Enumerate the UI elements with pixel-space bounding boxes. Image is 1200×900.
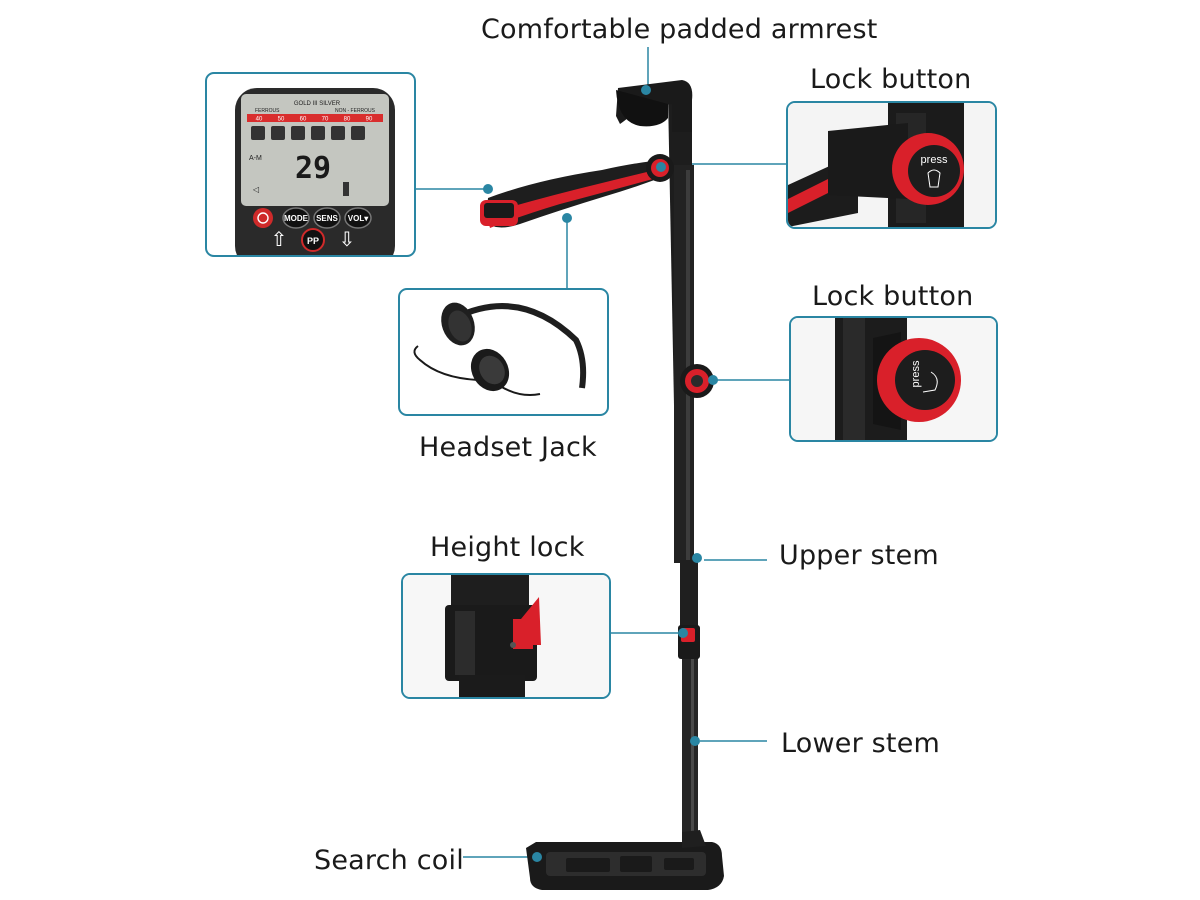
stem — [668, 96, 698, 845]
lock-button-2 — [680, 364, 714, 398]
down-arrow-icon: ⇩ — [339, 227, 356, 251]
dot-search-coil — [532, 852, 542, 862]
dot-height-lock — [678, 628, 688, 638]
inset-height-lock — [401, 573, 611, 699]
search-coil — [526, 830, 724, 890]
sens-button: SENS — [316, 214, 338, 223]
display-value: 29 — [295, 151, 331, 186]
mode-indicator: A-M — [249, 155, 262, 162]
scale-value: 40 — [256, 117, 263, 123]
label-armrest: Comfortable padded armrest — [481, 14, 878, 45]
power-button — [253, 208, 273, 228]
label-height-lock: Height lock — [430, 532, 585, 563]
label-lower-stem: Lower stem — [781, 728, 941, 759]
inset-lock-button-2: press — [789, 316, 998, 442]
non-ferrous-label: NON - FERROUS — [335, 108, 376, 114]
scale-value: 90 — [366, 117, 373, 123]
inset-lock-button-1: press — [786, 101, 997, 229]
label-lock-button-1: Lock button — [810, 64, 972, 95]
discrimination-scale: 40 50 60 70 80 90 — [256, 117, 373, 123]
dot-upper-stem — [692, 553, 702, 563]
headset-icon — [413, 302, 587, 396]
press-text: press — [921, 154, 948, 166]
dot-headset-jack — [562, 213, 572, 223]
scale-value: 50 — [278, 117, 285, 123]
handle — [480, 160, 670, 228]
scale-value: 70 — [322, 117, 329, 123]
up-arrow-icon: ⇧ — [271, 227, 288, 251]
inset-headset — [398, 288, 609, 416]
label-search-coil: Search coil — [314, 845, 464, 876]
label-lock-button-2: Lock button — [812, 281, 974, 312]
vol-button: VOL▾ — [348, 214, 369, 223]
label-upper-stem: Upper stem — [779, 540, 939, 571]
inset-control-box: GOLD III SILVER FERROUS NON - FERROUS 40… — [205, 72, 416, 257]
dot-lock-button-1 — [656, 162, 666, 172]
speaker-icon: ◁ — [252, 185, 259, 194]
dot-lower-stem — [690, 736, 700, 746]
scale-value: 60 — [300, 117, 307, 123]
scale-value: 80 — [344, 117, 351, 123]
pinpoint-button: PP — [307, 236, 319, 246]
ferrous-label: FERROUS — [255, 108, 280, 114]
armrest — [616, 80, 693, 132]
dot-lock-button-2 — [708, 375, 718, 385]
dot-armrest — [641, 85, 651, 95]
target-icons — [251, 126, 365, 140]
mode-button: MODE — [284, 214, 309, 223]
dot-control-box — [483, 184, 493, 194]
label-headset-jack: Headset Jack — [419, 432, 597, 463]
scale-header: GOLD III SILVER — [294, 101, 341, 107]
control-buttons: MODE SENS VOL▾ ⇧ PP ⇩ — [253, 207, 372, 252]
callout-dots — [483, 85, 718, 862]
press-text-2: press — [910, 360, 922, 387]
